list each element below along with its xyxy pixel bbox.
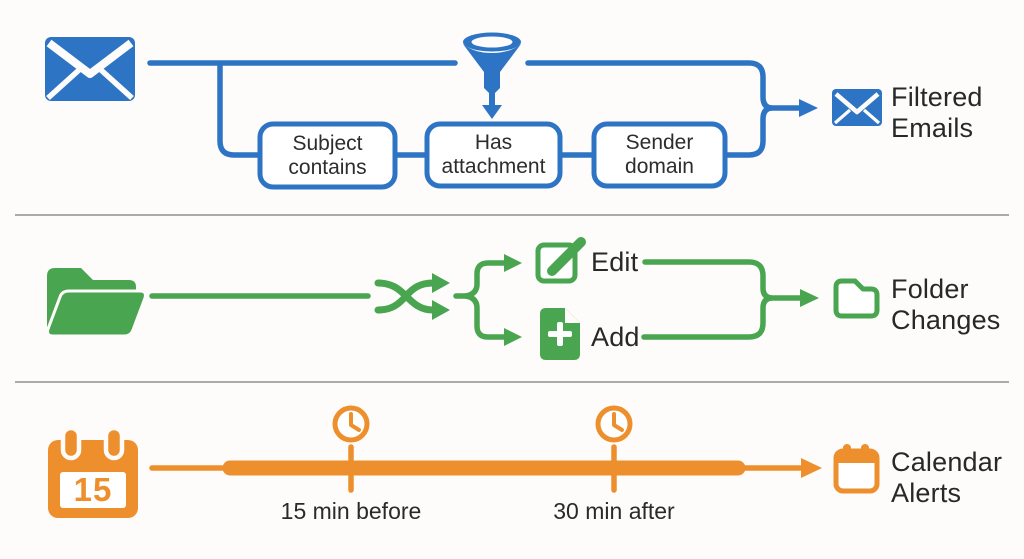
shuffle-icon <box>374 273 450 320</box>
email-top-merge-connector <box>525 60 774 111</box>
after-marker-label: 30 min after <box>553 498 675 524</box>
folder-row <box>46 237 880 360</box>
calendar-icon <box>48 425 138 518</box>
clock-icon <box>332 405 370 443</box>
filtered-emails-label: Filtered Emails <box>891 82 983 144</box>
folder-icon <box>46 268 147 338</box>
arrow-down-icon <box>482 93 502 119</box>
envelope-small-icon <box>832 89 882 126</box>
clock-icon <box>595 405 633 443</box>
edit-merge-connector <box>642 259 774 301</box>
before-marker-label: 15 min before <box>280 498 422 524</box>
condition-label-attachment: Has attachment <box>441 131 546 178</box>
add-document-icon <box>540 308 580 360</box>
folder-result-arrow <box>771 289 819 307</box>
calendar-day-label: 15 <box>73 471 113 508</box>
folder-outline-icon <box>833 278 880 319</box>
calendar-result-arrow <box>744 458 822 478</box>
email-filter-row <box>45 32 882 190</box>
condition-label-subject: Subject contains <box>288 131 367 179</box>
envelope-icon <box>45 37 135 101</box>
calendar-alerts-label: Calendar Alerts <box>891 447 1003 509</box>
email-result-arrow <box>771 99 818 117</box>
add-label: Add <box>591 321 640 352</box>
calendar-outline-icon <box>833 444 880 494</box>
add-merge-connector <box>641 295 774 340</box>
section-divider-1 <box>15 214 1009 216</box>
folder-changes-label: Folder Changes <box>891 274 1001 336</box>
email-branch-connector <box>217 62 263 158</box>
edit-icon <box>535 237 586 284</box>
calendar-row <box>48 405 880 518</box>
edit-label: Edit <box>591 246 639 277</box>
condition-label-sender: Sender domain <box>625 131 694 178</box>
folder-split-connector <box>453 254 522 346</box>
email-bottom-merge-connector <box>722 105 774 158</box>
section-divider-2 <box>15 381 1009 383</box>
funnel-icon <box>463 32 521 96</box>
